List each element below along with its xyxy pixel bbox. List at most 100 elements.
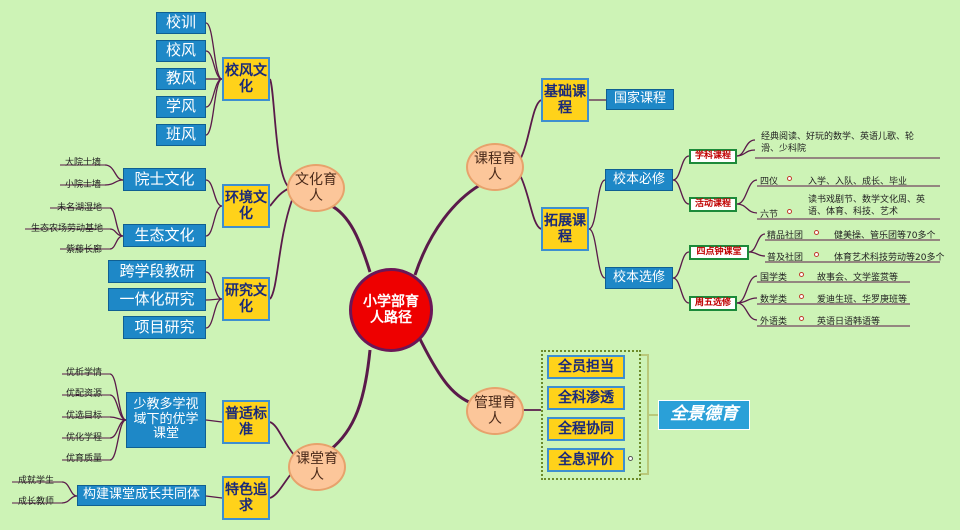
- item-academician-culture: 院士文化: [123, 168, 206, 191]
- tag-friday-electives: 周五选修: [689, 296, 737, 311]
- item-national-curriculum: 国家课程: [606, 89, 674, 110]
- circle-icon: [814, 230, 819, 235]
- connector: [205, 22, 223, 80]
- key-math: 数学类: [760, 295, 788, 305]
- tag-activity-courses: 活动课程: [689, 197, 737, 212]
- text-six-festivals: 读书戏剧节、数学文化周、英语、体育、科技、艺术: [808, 195, 926, 218]
- branch-classroom: 课堂育人: [288, 443, 346, 491]
- connector: [205, 419, 223, 423]
- sub-featured-pursuit: 特色追求: [222, 476, 270, 520]
- connector: [104, 164, 124, 181]
- item-integrated-research: 一体化研究: [108, 288, 206, 311]
- circle-icon: [799, 294, 804, 299]
- leaf-wisteria-corridor: 紫藤长廊: [66, 245, 103, 255]
- connector: [109, 235, 124, 250]
- item-ecology-culture: 生态文化: [123, 224, 206, 247]
- connector: [416, 334, 479, 407]
- connector: [61, 481, 78, 497]
- connector: [672, 277, 690, 304]
- connector: [205, 495, 223, 499]
- key-four-rites: 四仪: [760, 177, 779, 187]
- leaf-big-academician-wall: 大院士墙: [65, 158, 102, 168]
- key-six-festivals: 六节: [760, 210, 779, 220]
- circle-icon: [799, 272, 804, 277]
- sub-extended-curriculum: 拓展课程: [541, 207, 589, 251]
- connector: [588, 228, 606, 279]
- leaf-analyze-learning: 优析学情: [66, 368, 103, 378]
- connector: [519, 174, 542, 230]
- text-subject-courses: 经典阅读、好玩的数学、英语儿歌、轮滑、少科院: [761, 132, 915, 155]
- connector: [205, 205, 223, 237]
- connector: [736, 139, 756, 157]
- leaf-quality: 优育质量: [66, 454, 103, 464]
- item-all-subjects: 全科渗透: [547, 386, 625, 410]
- text-general-clubs: 体育艺术科技劳动等20多个: [834, 253, 945, 263]
- item-banfeng: 班风: [156, 124, 206, 146]
- branch-management: 管理育人: [466, 387, 524, 435]
- tag-four-oclock-class: 四点钟课堂: [689, 245, 749, 260]
- connector: [736, 297, 758, 304]
- leaf-weiming-wetland: 未名湖湿地: [57, 203, 103, 213]
- connector: [672, 179, 690, 205]
- connector: [413, 183, 481, 276]
- management-group-frame: [541, 350, 641, 480]
- sub-xiaofeng-culture: 校风文化: [222, 57, 270, 101]
- connector: [205, 179, 223, 207]
- key-premium-clubs: 精品社团: [767, 231, 804, 241]
- circle-icon: [814, 252, 819, 257]
- connector: [269, 199, 293, 300]
- item-jiaofeng: 教风: [156, 68, 206, 90]
- summary-panorama-moral-education: 全景德育: [658, 400, 750, 430]
- text-premium-clubs: 健美操、管乐团等70多个: [834, 231, 936, 241]
- connector: [736, 302, 758, 321]
- sub-environment-culture: 环境文化: [222, 184, 270, 228]
- branch-curriculum: 课程育人: [466, 143, 524, 191]
- connector: [269, 421, 295, 456]
- connector: [329, 349, 372, 452]
- connector: [269, 78, 291, 189]
- leaf-students: 成就学生: [18, 476, 55, 486]
- item-holistic-evaluation: 全息评价: [547, 448, 625, 472]
- tag-subject-courses: 学科课程: [689, 149, 737, 164]
- sub-universal-standard: 普适标准: [222, 400, 270, 444]
- item-xiaoxun: 校训: [156, 12, 206, 34]
- connector: [748, 251, 766, 257]
- item-all-staff: 全员担当: [547, 355, 625, 379]
- text-four-rites: 入学、入队、成长、毕业: [808, 177, 908, 187]
- item-elective-school-courses: 校本选修: [605, 267, 673, 289]
- item-required-school-courses: 校本必修: [605, 169, 673, 191]
- connector: [672, 251, 690, 279]
- connector: [104, 179, 124, 186]
- item-xiaofeng: 校风: [156, 40, 206, 62]
- connector: [736, 203, 758, 214]
- item-optimal-classroom: 少教多学视域下的优学课堂: [126, 392, 206, 448]
- connector: [109, 207, 124, 237]
- connector: [736, 149, 756, 157]
- connector: [588, 179, 606, 230]
- connector: [205, 78, 223, 136]
- connector: [519, 99, 542, 161]
- connector: [672, 155, 690, 181]
- connector: [205, 271, 223, 300]
- key-foreign-languages: 外语类: [760, 317, 788, 327]
- text-chinese-studies: 故事会、文学鉴赏等: [817, 273, 899, 283]
- connector: [736, 179, 758, 205]
- key-general-clubs: 普及社团: [767, 253, 804, 263]
- circle-icon: [787, 209, 792, 214]
- center-node: 小学部育人路径: [349, 268, 433, 352]
- leaf-optimize-process: 优化学程: [66, 433, 103, 443]
- branch-culture: 文化育人: [287, 164, 345, 212]
- item-xuefeng: 学风: [156, 96, 206, 118]
- circle-icon: [799, 316, 804, 321]
- connector: [329, 203, 372, 273]
- expand-icon[interactable]: [628, 456, 633, 461]
- text-foreign-languages: 英语日语韩语等: [817, 317, 881, 327]
- connector: [205, 50, 223, 80]
- connector: [736, 275, 758, 304]
- connector: [748, 233, 766, 253]
- key-chinese-studies: 国学类: [760, 273, 788, 283]
- item-all-process: 全程协同: [547, 417, 625, 441]
- leaf-eco-farm: 生态农场劳动基地: [31, 224, 104, 234]
- sub-research-culture: 研究文化: [222, 277, 270, 321]
